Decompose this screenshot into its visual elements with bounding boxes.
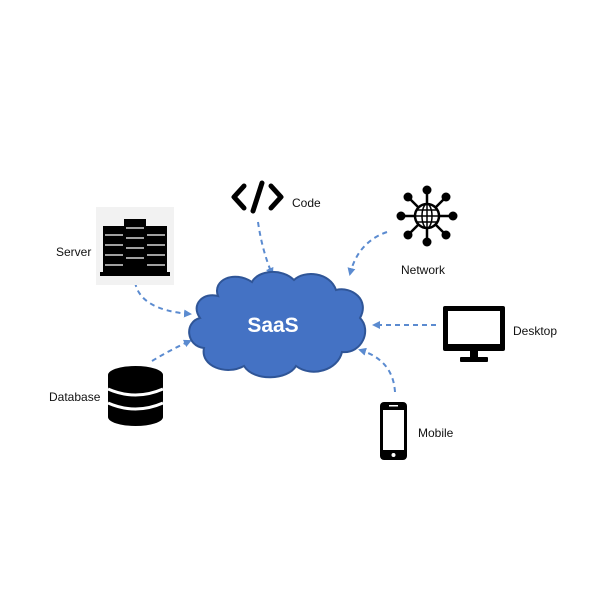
code-label: Code — [292, 196, 321, 210]
connectors — [134, 221, 436, 393]
cloud-shape — [188, 271, 367, 379]
connector-server — [134, 281, 192, 318]
desktop-monitor-icon — [443, 306, 505, 362]
connector-code — [257, 221, 274, 276]
server-label: Server — [56, 245, 92, 259]
mobile-phone-icon — [380, 402, 407, 460]
database-label: Database — [49, 390, 101, 404]
code-icon — [231, 180, 284, 214]
desktop-label: Desktop — [513, 324, 558, 338]
connector-network — [347, 231, 388, 276]
network-globe-icon — [396, 185, 458, 247]
network-label: Network — [401, 263, 446, 277]
mobile-label: Mobile — [418, 426, 454, 440]
database-icon — [107, 366, 164, 426]
connector-database — [151, 339, 192, 362]
server-rack-icon — [96, 207, 174, 285]
saas-label: SaaS — [247, 314, 299, 337]
connector-mobile — [358, 347, 396, 393]
saas-cloud — [188, 271, 367, 379]
